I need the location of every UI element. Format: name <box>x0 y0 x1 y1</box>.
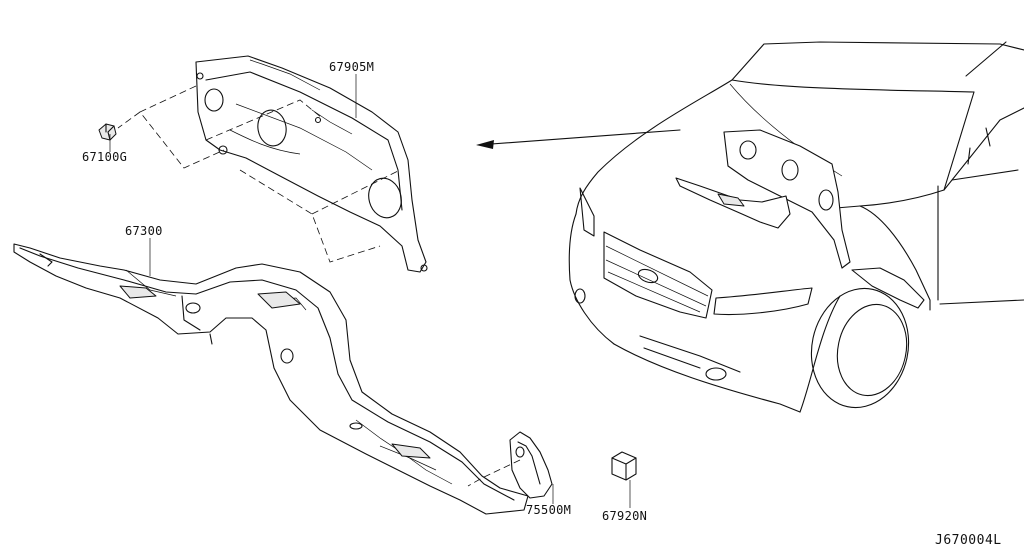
vehicle-front-view <box>568 41 1024 413</box>
floor-insulator-drawing[interactable] <box>13 243 529 515</box>
direction-arrow <box>476 129 681 149</box>
part-label-dash-insulator[interactable]: 67905M <box>329 60 375 74</box>
part-label-clip[interactable]: 67100G <box>82 150 128 164</box>
part-label-side-insulator[interactable]: 75500M <box>526 503 572 517</box>
clip-drawing[interactable] <box>98 123 117 141</box>
side-insulator-drawing[interactable] <box>467 431 553 499</box>
diagram-code: J670004L <box>935 533 1002 548</box>
part-label-block-insulator[interactable]: 67920N <box>602 509 648 523</box>
dash-insulator-guides <box>117 85 401 263</box>
leader-lines <box>109 74 631 508</box>
dash-insulator-drawing[interactable] <box>195 55 428 273</box>
part-label-floor-insulator[interactable]: 67300 <box>125 224 163 238</box>
block-insulator-drawing[interactable] <box>611 451 637 481</box>
